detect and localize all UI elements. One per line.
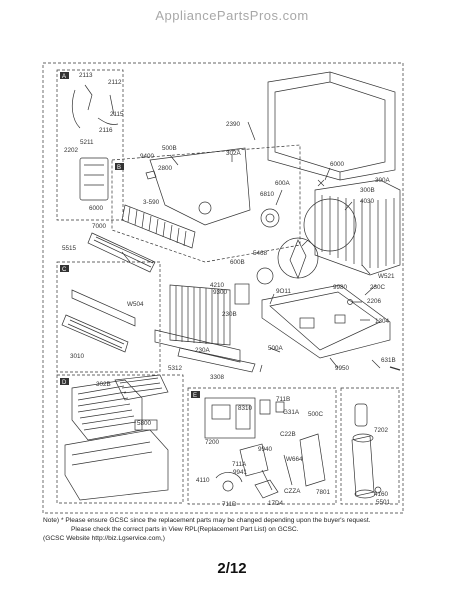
part-9980: 9980 xyxy=(333,284,348,291)
section-tag-e: E xyxy=(193,393,197,399)
section-tag-a: A xyxy=(62,74,66,80)
part-711B: 711B xyxy=(276,396,290,403)
cabinet xyxy=(267,71,396,181)
part-500C: 500C xyxy=(308,411,324,418)
section-f-box xyxy=(340,387,400,505)
control-box xyxy=(204,397,326,499)
part-300B: 300B xyxy=(360,187,375,194)
compressor xyxy=(351,403,382,499)
part-500A: 500A xyxy=(268,345,284,352)
part-2390: 2390 xyxy=(226,121,241,128)
note-line-1: Note) * Please ensure GCSC since the rep… xyxy=(43,517,371,524)
part-6000-a: 6000 xyxy=(89,205,104,212)
part-5501: 5501 xyxy=(376,499,391,506)
part-CZZA: CZZA xyxy=(284,488,301,495)
part-2115: 2115 xyxy=(110,111,124,118)
part-4110: 4110 xyxy=(196,477,210,484)
part-9011: 9O11 xyxy=(276,288,291,295)
front-case xyxy=(64,429,169,501)
part-500B: 500B xyxy=(162,145,177,152)
part-631B: 631B xyxy=(381,357,396,364)
part-2113: 2113 xyxy=(79,72,93,79)
part-5312: 5312 xyxy=(168,365,183,372)
part-2800: 2800 xyxy=(158,165,173,172)
part-5211: 5211 xyxy=(80,139,94,146)
section-tag-b: B xyxy=(117,165,121,171)
part-2116: 2116 xyxy=(99,127,113,134)
part-711D: 711D xyxy=(222,501,237,508)
part-4160: 4160 xyxy=(374,491,389,498)
note-line-2: Please check the correct parts in View R… xyxy=(71,526,299,534)
part-2206: 2206 xyxy=(367,298,382,305)
part-711A: 711A xyxy=(232,461,247,468)
part-302B: 302B xyxy=(96,381,111,388)
part-5515: 5515 xyxy=(62,245,77,252)
site-title: AppliancePartsPros.com xyxy=(155,8,309,23)
condenser-coil xyxy=(314,179,401,276)
part-G31A: G31A xyxy=(283,409,300,416)
part-600A: 600A xyxy=(275,180,291,187)
part-5468: 5468 xyxy=(253,250,268,257)
part-3590: 3-590 xyxy=(143,199,160,206)
section-c-box xyxy=(56,261,161,373)
blower-wheel xyxy=(121,204,196,249)
part-8310: 8310 xyxy=(238,405,253,412)
condenser-fan xyxy=(277,237,319,279)
part-5800: 5800 xyxy=(137,420,152,427)
part-230A: 230A xyxy=(195,347,211,354)
part-9950: 9950 xyxy=(335,365,350,372)
part-W664: W664 xyxy=(286,456,303,463)
inlet-grille-7000 xyxy=(87,232,156,273)
part-302A: 302A xyxy=(226,150,242,157)
section-a-box xyxy=(56,69,124,221)
section-b-box xyxy=(111,144,301,263)
part-2202: 2202 xyxy=(64,147,79,154)
section-tag-d: D xyxy=(62,380,67,386)
part-9400: 9400 xyxy=(140,153,155,160)
part-17D4: 17D4 xyxy=(268,500,284,507)
part-W521: W521 xyxy=(378,273,395,280)
part-3010: 3010 xyxy=(70,353,85,360)
section-tags: A B C D E xyxy=(60,72,200,399)
part-230C: 230C xyxy=(370,284,386,291)
part-9941: 9941 xyxy=(233,469,248,476)
part-230B: 230B xyxy=(222,311,237,318)
part-7202: 7202 xyxy=(374,427,389,434)
part-300A: 300A xyxy=(375,177,391,184)
part-3308: 3308 xyxy=(210,374,225,381)
part-600B: 600B xyxy=(230,259,245,266)
part-1304: 1304 xyxy=(375,318,390,325)
replacement-note: Note) * Please ensure GCSC since the rep… xyxy=(43,516,443,544)
part-6810: 6810 xyxy=(260,191,275,198)
part-7801: 7801 xyxy=(316,489,331,496)
part-W504: W504 xyxy=(127,301,144,308)
page-number: 2/12 xyxy=(217,560,247,577)
section-e-box xyxy=(187,387,337,505)
part-6000-b: 6000 xyxy=(330,161,345,168)
part-7000: 7000 xyxy=(92,223,107,230)
part-labels: 2113 2112 2115 2116 5211 2202 6000 2390 … xyxy=(62,72,396,508)
base-pan xyxy=(261,284,391,359)
part-4030: 4030 xyxy=(360,198,375,205)
part-2112: 2112 xyxy=(108,79,122,86)
part-C22B: C22B xyxy=(280,431,296,438)
diagram-frame xyxy=(42,62,404,514)
part-9940: 9940 xyxy=(258,446,273,453)
section-tag-c: C xyxy=(62,267,67,273)
part-4210: 4210 xyxy=(210,282,225,289)
part-9300: 9300 xyxy=(213,289,228,296)
part-7200: 7200 xyxy=(205,439,220,446)
section-d-box xyxy=(56,374,184,504)
evaporator-coil xyxy=(169,284,231,346)
note-line-3: (GCSC Website http://biz.Lgservice.com,) xyxy=(43,535,165,543)
